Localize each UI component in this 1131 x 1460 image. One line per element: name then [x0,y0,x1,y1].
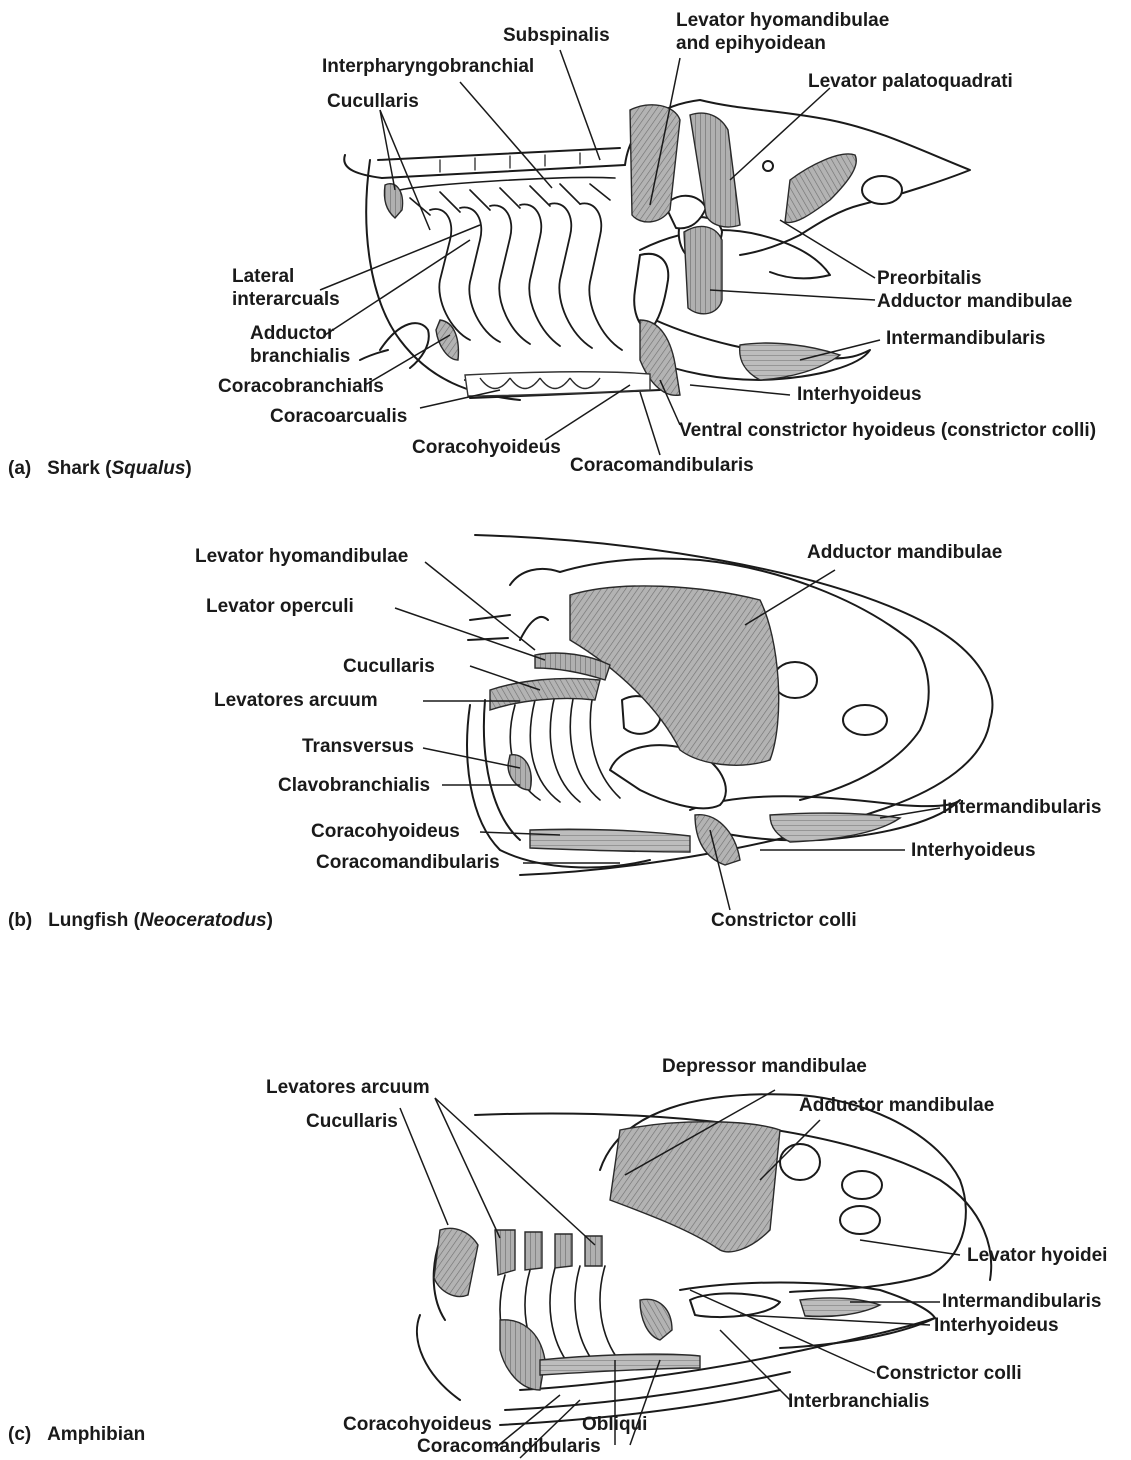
label-levator-hyoidei: Levator hyoidei [967,1245,1107,1267]
label-intermandibularis: Intermandibularis [886,328,1045,350]
label-constrictor-colli-b: Constrictor colli [711,910,857,932]
label-coracomandibularis-b: Coracomandibularis [316,852,500,874]
label-lateral: Lateral [232,266,294,288]
panel-a-close: ) [185,458,191,479]
panel-a-letter: (a) [8,458,31,479]
label-adductor-mandibulae: Adductor mandibulae [877,291,1072,313]
label-interbranchialis: Interbranchialis [788,1391,930,1413]
panel-b-letter: (b) [8,910,32,931]
label-cucullaris-c: Cucullaris [306,1111,398,1133]
label-adductor-mandibulae-b: Adductor mandibulae [807,542,1002,564]
label-intermandibularis-b: Intermandibularis [942,797,1101,819]
panel-c-animal: Amphibian [47,1424,145,1445]
label-levator-operculi: Levator operculi [206,596,354,618]
label-branchialis: branchialis [250,346,350,368]
label-interhyoideus-c: Interhyoideus [934,1315,1059,1337]
label-preorbitalis: Preorbitalis [877,268,982,290]
panel-c-letter: (c) [8,1424,31,1445]
panel-a-caption: (a) Shark (Squalus) [8,458,192,480]
label-adductor: Adductor [250,323,334,345]
panel-b-animal: Lungfish ( [48,910,140,931]
label-coracobranchialis: Coracobranchialis [218,376,384,398]
label-levator-hyomandibulae: Levator hyomandibulae [676,10,889,32]
label-subspinalis: Subspinalis [503,25,610,47]
label-interhyoideus: Interhyoideus [797,384,922,406]
label-coracomandibularis: Coracomandibularis [570,455,754,477]
label-levator-palatoquadrati: Levator palatoquadrati [808,71,1013,93]
panel-c-caption: (c) Amphibian [8,1424,145,1446]
label-transversus: Transversus [302,736,414,758]
panel-b-caption: (b) Lungfish (Neoceratodus) [8,910,273,932]
panel-a-genus: Squalus [112,458,186,479]
label-levator-hyomandibulae-b: Levator hyomandibulae [195,546,408,568]
lungfish-muscles [490,586,900,865]
label-coracohyoideus-b: Coracohyoideus [311,821,460,843]
label-coracoarcualis: Coracoarcualis [270,406,407,428]
panel-a-animal: Shark ( [47,458,111,479]
label-adductor-mandibulae-c: Adductor mandibulae [799,1095,994,1117]
label-obliqui: Obliqui [582,1414,647,1436]
label-levatores-arcuum-b: Levatores arcuum [214,690,378,712]
label-constrictor-colli-c: Constrictor colli [876,1363,1022,1385]
label-cucullaris: Cucullaris [327,91,419,113]
panel-b-genus: Neoceratodus [140,910,267,931]
label-depressor-mandibulae: Depressor mandibulae [662,1056,867,1078]
label-interpharyngobranchial: Interpharyngobranchial [322,56,534,78]
label-levatores-arcuum-c: Levatores arcuum [266,1077,430,1099]
label-ventral-constrictor-hyoideus: Ventral constrictor hyoideus (constricto… [679,420,1096,442]
label-intermandibularis-c: Intermandibularis [942,1291,1101,1313]
label-clavobranchialis: Clavobranchialis [278,775,430,797]
label-interarcuals: interarcuals [232,289,340,311]
label-coracohyoideus-c: Coracohyoideus [343,1414,492,1436]
label-coracohyoideus: Coracohyoideus [412,437,561,459]
label-cucullaris-b: Cucullaris [343,656,435,678]
label-interhyoideus-b: Interhyoideus [911,840,1036,862]
label-and-epihyoidean: and epihyoidean [676,33,826,55]
panel-b-close: ) [267,910,273,931]
label-coracomandibularis-c: Coracomandibularis [417,1436,601,1458]
